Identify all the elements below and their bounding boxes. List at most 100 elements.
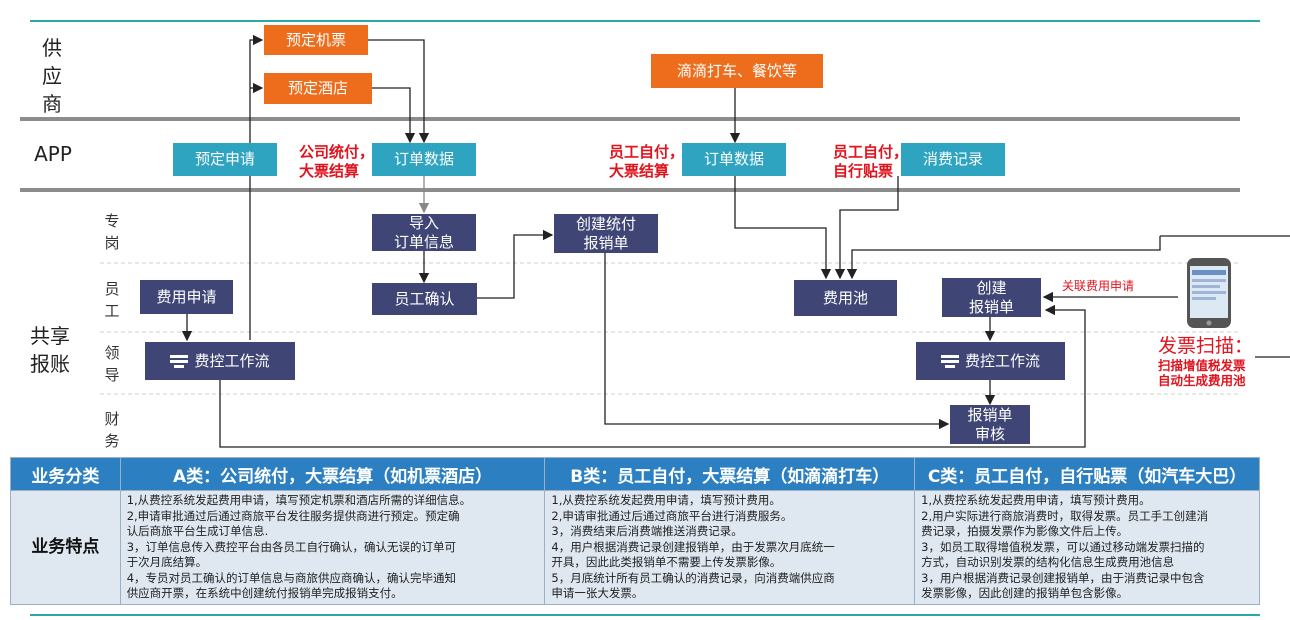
box-employee-confirm: 员工确认: [372, 283, 477, 315]
label-line: 员工自付，: [609, 143, 685, 161]
box-order-data-b: 订单数据: [682, 143, 786, 176]
arrow-confirm-to-unified: [477, 229, 554, 299]
table-line: 4，用户根据消费记录创建报销单，由于发票次月底统一: [551, 539, 835, 554]
table-header-cell: C类：员工自付，自行贴票（如汽车大巴）: [914, 457, 1260, 491]
category-summary-table: 业务分类 A类：公司统付，大票结算（如机票酒店） B类：员工自付，大票结算（如滴…: [10, 457, 1260, 605]
box-label: 费控工作流: [964, 351, 1040, 370]
table-cell-c: 1,从费控系统发起费用申请，填写预计费用。 2,用户实际进行商旅消费时，取得发票…: [914, 490, 1260, 605]
arrow-workflow-to-claim: [219, 304, 1086, 448]
table-line: 申请一张大发票。: [551, 586, 644, 600]
label-line: 扫描增值税发票: [1158, 358, 1246, 373]
label-line: 大票结算: [609, 162, 670, 180]
role-char: 岗: [104, 234, 120, 252]
flow-connectors: [100, 34, 1290, 448]
lane-label-shared: 共享 报账: [22, 322, 78, 378]
table-line: 供应商开票，在系统中创建统付报销单完成报销支付。: [126, 586, 403, 600]
arrow-record-to-pool: [834, 176, 899, 280]
role-char: 工: [104, 302, 120, 320]
arrow-order-to-pool: [734, 176, 832, 280]
box-line: 创建: [976, 278, 1007, 297]
box-line: 创建统付: [575, 214, 636, 233]
role-label-specialist: 专 岗: [100, 210, 124, 254]
role-char: 务: [104, 432, 120, 450]
label-line: 大票结算: [299, 162, 360, 180]
arrow-flight-to-order: [368, 39, 430, 144]
box-book-flight: 预定机票: [264, 25, 368, 55]
box-line: 订单信息: [393, 232, 454, 251]
bottom-accent-line: [30, 614, 1260, 616]
box-import-order: 导入订单信息: [372, 214, 476, 251]
box-consumption-record: 消费记录: [901, 143, 1005, 176]
table-line: 1,从费控系统发起费用申请，填写预定机票和酒店所需的详细信息。: [126, 493, 472, 507]
box-booking-request: 预定申请: [173, 143, 277, 176]
label-category-b: 员工自付， 大票结算: [609, 143, 684, 181]
table-cell-b: 1,从费控系统发起费用申请，填写预计费用。 2,申请审批通过后通过商旅平台进行消…: [544, 490, 916, 605]
label-line: 自动生成费用池: [1158, 373, 1246, 388]
arrow-scan-to-pool: [846, 236, 1161, 280]
table-header-cell: A类：公司统付，大票结算（如机票酒店）: [119, 457, 546, 491]
lane-label-shared-line: 共享: [30, 324, 70, 348]
box-expense-pool: 费用池: [794, 280, 897, 316]
label-category-c: 员工自付， 自行贴票: [833, 143, 908, 181]
lane-label-supplier-char: 供: [42, 36, 62, 60]
table-line: 方式，自动识别发票的结构化信息生成费用池信息: [921, 555, 1175, 569]
label-invoice-scan-title: 发票扫描：: [1158, 335, 1254, 357]
box-didi-dining: 滴滴打车、餐饮等: [651, 54, 823, 88]
table-line: 费记录，拍摄发票作为影像文件后上传。: [921, 524, 1129, 538]
lane-label-supplier: 供 应 商: [38, 34, 66, 118]
lane-label-supplier-char: 商: [42, 92, 62, 116]
top-accent-line: [30, 20, 1260, 22]
table-line: 于次月底结算。: [126, 555, 208, 569]
label-line: 自行贴票: [833, 162, 894, 180]
table-cell-a: 1,从费控系统发起费用申请，填写预定机票和酒店所需的详细信息。 2,申请审批通过…: [119, 490, 546, 605]
label-line: 公司统付，: [299, 143, 375, 161]
box-claim-review: 报销单审核: [950, 405, 1030, 444]
box-label: 费控工作流: [194, 351, 270, 370]
lane-divider-supplier-app: [20, 117, 1240, 121]
arrow-hotel-to-order: [372, 87, 416, 144]
table-line: 1,从费控系统发起费用申请，填写预计费用。: [921, 493, 1151, 507]
box-order-data-a: 订单数据: [372, 143, 476, 176]
box-line: 报销单: [968, 297, 1014, 316]
table-line: 3，消费结束后消费端推送消费记录。: [551, 524, 743, 538]
arrow-workflow-to-flight: [249, 34, 264, 340]
table-line: 3，订单信息传入费控平台由各员工自行确认，确认无误的订单可: [126, 539, 457, 554]
box-workflow-left: 费控工作流: [145, 342, 295, 380]
role-char: 财: [104, 410, 120, 428]
lane-label-shared-line: 报账: [30, 352, 70, 376]
table-row-label: 业务特点: [10, 490, 121, 605]
table-line: 3，如员工取得增值税发票，可以通过移动端发票扫描的: [921, 539, 1205, 554]
box-line: 导入: [408, 213, 439, 232]
box-line: 审核: [974, 424, 1005, 443]
box-book-hotel: 预定酒店: [264, 73, 372, 104]
role-label-finance: 财 务: [100, 408, 124, 452]
lane-divider-app-shared: [20, 188, 1240, 192]
table-line: 发票影像，因此创建的报销单包含影像。: [921, 586, 1129, 600]
table-line: 4，专员对员工确认的订单信息与商旅供应商确认，确认完毕通知: [126, 570, 457, 585]
label-line: 员工自付，: [833, 143, 909, 161]
role-label-leader: 领 导: [100, 342, 124, 386]
table-line: 2,用户实际进行商旅消费时，取得发票。员工手工创建消: [921, 508, 1209, 523]
server-icon: [170, 354, 189, 368]
table-line: 认后商旅平台生成订单信息.: [126, 524, 269, 538]
box-line: 报销单: [967, 405, 1013, 424]
role-char: 专: [104, 212, 120, 230]
label-invoice-scan-desc: 扫描增值税发票 自动生成费用池: [1158, 358, 1246, 388]
label-link-request: 关联费用申请: [1062, 279, 1135, 293]
box-workflow-right: 费控工作流: [916, 342, 1065, 380]
box-create-unified-claim: 创建统付报销单: [554, 214, 658, 253]
table-header-cell: B类：员工自付，大票结算（如滴滴打车）: [544, 457, 916, 491]
lane-label-app: APP: [34, 142, 72, 166]
box-create-claim: 创建报销单: [942, 278, 1041, 317]
table-line: 2,申请审批通过后通过商旅平台发往服务提供商进行预定。预定确: [126, 508, 460, 523]
table-line: 5，月底统计所有员工确认的消费记录，向消费端供应商: [551, 570, 835, 585]
table-header-row: 业务分类 A类：公司统付，大票结算（如机票酒店） B类：员工自付，大票结算（如滴…: [10, 457, 1260, 491]
table-row: 业务特点 1,从费控系统发起费用申请，填写预定机票和酒店所需的详细信息。 2,申…: [10, 490, 1260, 605]
table-line: 开具，因此此类报销单不需要上传发票影像。: [551, 555, 782, 569]
box-line: 报销单: [583, 233, 629, 252]
table-line: 3，用户根据消费记录创建报销单，由于消费记录中包含: [921, 570, 1205, 585]
server-icon: [940, 354, 959, 368]
table-line: 1,从费控系统发起费用申请，填写预计费用。: [551, 493, 781, 507]
lane-label-supplier-char: 应: [42, 64, 62, 88]
role-dividers: [100, 262, 1240, 395]
